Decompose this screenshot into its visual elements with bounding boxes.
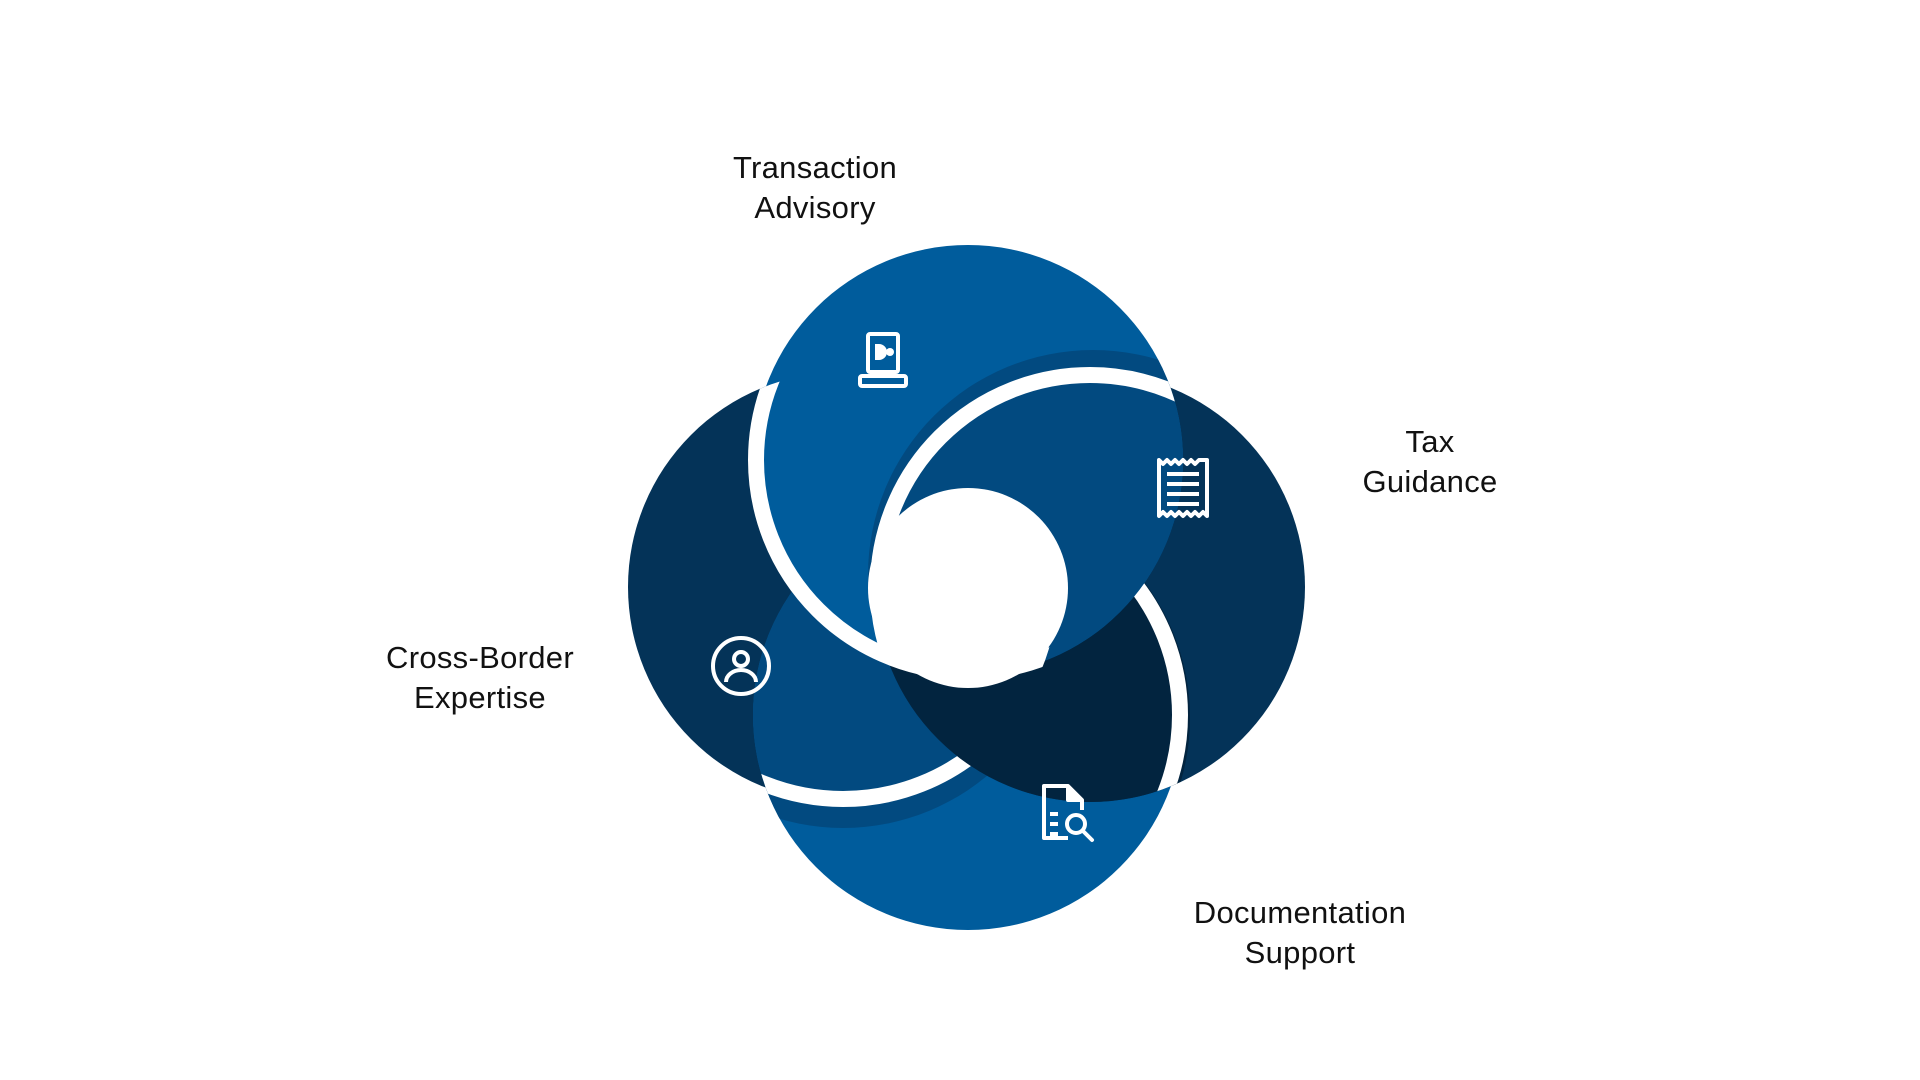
label-line: Support — [1244, 935, 1356, 970]
document-search-icon — [1042, 784, 1094, 842]
label-line: Guidance — [1362, 464, 1498, 499]
label-transaction-advisory: Transaction Advisory — [665, 148, 965, 228]
label-line: Transaction — [732, 150, 898, 185]
petal-shadow — [868, 350, 1183, 675]
receipt-icon — [1157, 458, 1209, 518]
label-documentation-support: Documentation Support — [1130, 893, 1470, 973]
kiosk-icon — [858, 332, 908, 388]
label-line: Advisory — [754, 190, 876, 225]
label-cross-border-expertise: Cross-Border Expertise — [330, 638, 630, 718]
user-circle-icon — [711, 636, 771, 696]
center-hole — [868, 488, 1068, 688]
label-line: Documentation — [1193, 895, 1407, 930]
label-line: Expertise — [414, 680, 546, 715]
label-line: Tax — [1405, 424, 1455, 459]
label-tax-guidance: Tax Guidance — [1280, 422, 1580, 502]
label-line: Cross-Border — [386, 640, 574, 675]
